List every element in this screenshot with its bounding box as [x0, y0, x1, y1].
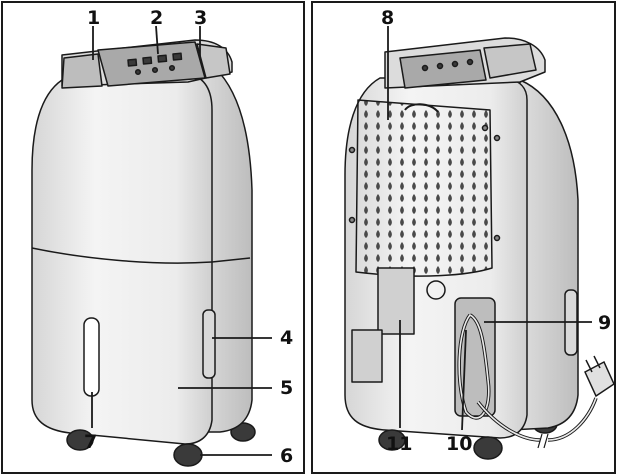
screw-2 [350, 218, 355, 223]
air-filter-grill [356, 100, 492, 276]
label-4: 4 [280, 327, 293, 349]
panel-button-3 [158, 55, 166, 62]
label-2: 2 [150, 7, 163, 29]
screw-1 [350, 148, 355, 153]
label-9: 9 [598, 312, 611, 334]
label-11: 11 [386, 433, 412, 455]
label-5: 5 [280, 377, 293, 399]
screw-4 [495, 236, 500, 241]
screw-3 [495, 136, 500, 141]
water-level-window [84, 318, 99, 396]
label-8: 8 [381, 7, 394, 29]
power-plug [585, 356, 614, 396]
front-unit [32, 40, 255, 466]
panel-light-3 [170, 66, 175, 71]
tank-handle-side [203, 310, 215, 378]
panel-light-2 [153, 68, 158, 73]
rear-wheel-right [474, 437, 502, 459]
panel-button-4 [173, 53, 181, 60]
label-1: 1 [87, 7, 100, 29]
front-wheel-right [174, 444, 202, 466]
rear-panel-light-3 [453, 62, 458, 67]
label-3: 3 [194, 7, 207, 29]
label-10: 10 [446, 433, 472, 455]
rear-panel-light-1 [423, 66, 428, 71]
label-7: 7 [84, 431, 97, 453]
air-outlet-left [62, 54, 102, 88]
lower-rear-plate [352, 330, 382, 382]
rear-panel-light-4 [468, 60, 473, 65]
rear-panel-light-2 [438, 64, 443, 69]
panel-light-1 [136, 70, 141, 75]
panel-button-2 [143, 57, 151, 64]
panel-button-1 [128, 59, 136, 66]
rating-label-plate [378, 268, 414, 334]
screw-5 [483, 126, 488, 131]
label-6: 6 [280, 445, 293, 467]
